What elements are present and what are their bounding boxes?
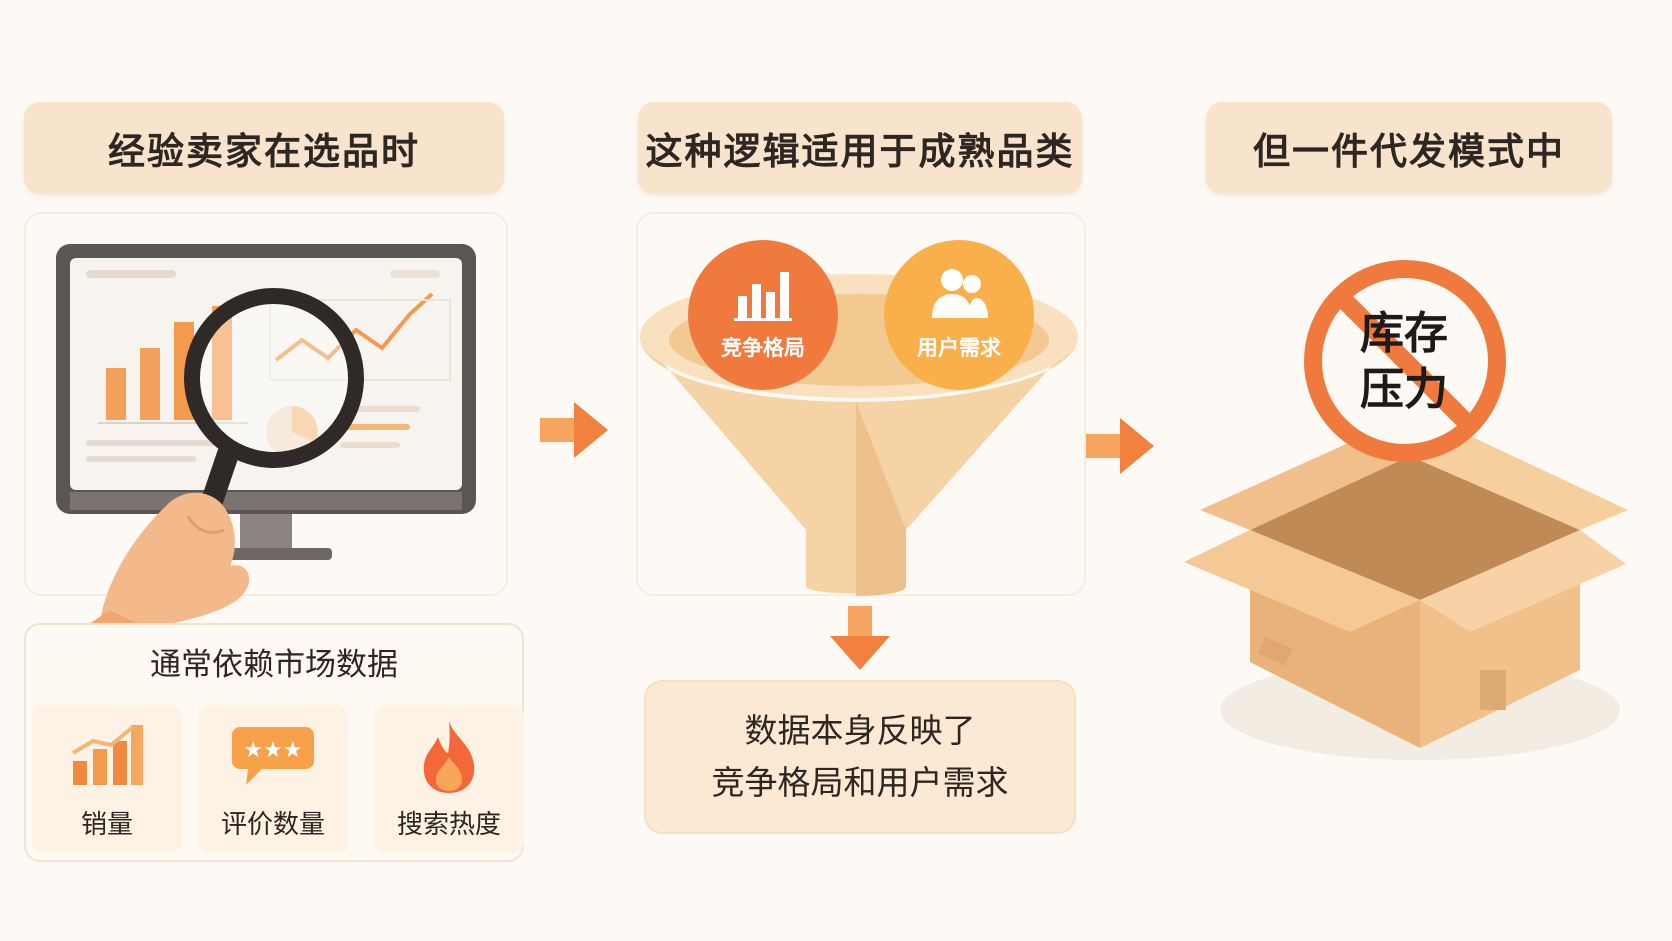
bar-chart-icon <box>734 272 792 321</box>
step1-title: 经验卖家在选品时 <box>24 102 504 194</box>
users-icon <box>932 269 988 318</box>
metric-sales: 销量 <box>32 705 182 853</box>
step2-title: 这种逻辑适用于成熟品类 <box>638 102 1082 194</box>
market-data-box: 通常依赖市场数据 销量 ★★★ 评价数量 搜索热度 <box>24 623 524 862</box>
svg-text:★★★: ★★★ <box>243 738 302 763</box>
summary-box: 数据本身反映了 竞争格局和用户需求 <box>644 680 1076 834</box>
bar-chart-icon <box>71 725 143 785</box>
bubble-competition: 竞争格局 <box>688 240 838 390</box>
market-data-title: 通常依赖市场数据 <box>150 647 398 683</box>
metric-sales-label: 销量 <box>80 810 133 840</box>
arrow-right-icon <box>540 402 608 458</box>
monitor-analysis-illustration <box>56 244 476 630</box>
prohibited-icon <box>1304 260 1506 462</box>
metric-reviews-label: 评价数量 <box>220 810 325 840</box>
bubble-user-needs-label: 用户需求 <box>917 336 1001 360</box>
summary-line-2: 竞争格局和用户需求 <box>711 763 1009 802</box>
metric-search-heat: 搜索热度 <box>374 705 524 853</box>
arrow-down-icon <box>830 606 890 670</box>
rating-stars-icon: ★★★ <box>232 727 314 785</box>
inventory-line-1: 库存 <box>1360 308 1448 359</box>
metric-search-heat-label: 搜索热度 <box>396 810 501 840</box>
metric-reviews: ★★★ 评价数量 <box>198 705 348 853</box>
arrow-right-icon <box>1086 418 1154 474</box>
cardboard-box-illustration <box>1184 436 1628 760</box>
inventory-pressure-label: 库存 压力 <box>1314 306 1494 418</box>
bubble-competition-label: 竞争格局 <box>721 336 805 360</box>
summary-line-1: 数据本身反映了 <box>744 711 976 750</box>
bubble-user-needs: 用户需求 <box>884 240 1034 390</box>
inventory-line-2: 压力 <box>1360 364 1448 415</box>
flame-icon <box>423 721 475 793</box>
step3-title: 但一件代发模式中 <box>1206 102 1612 194</box>
